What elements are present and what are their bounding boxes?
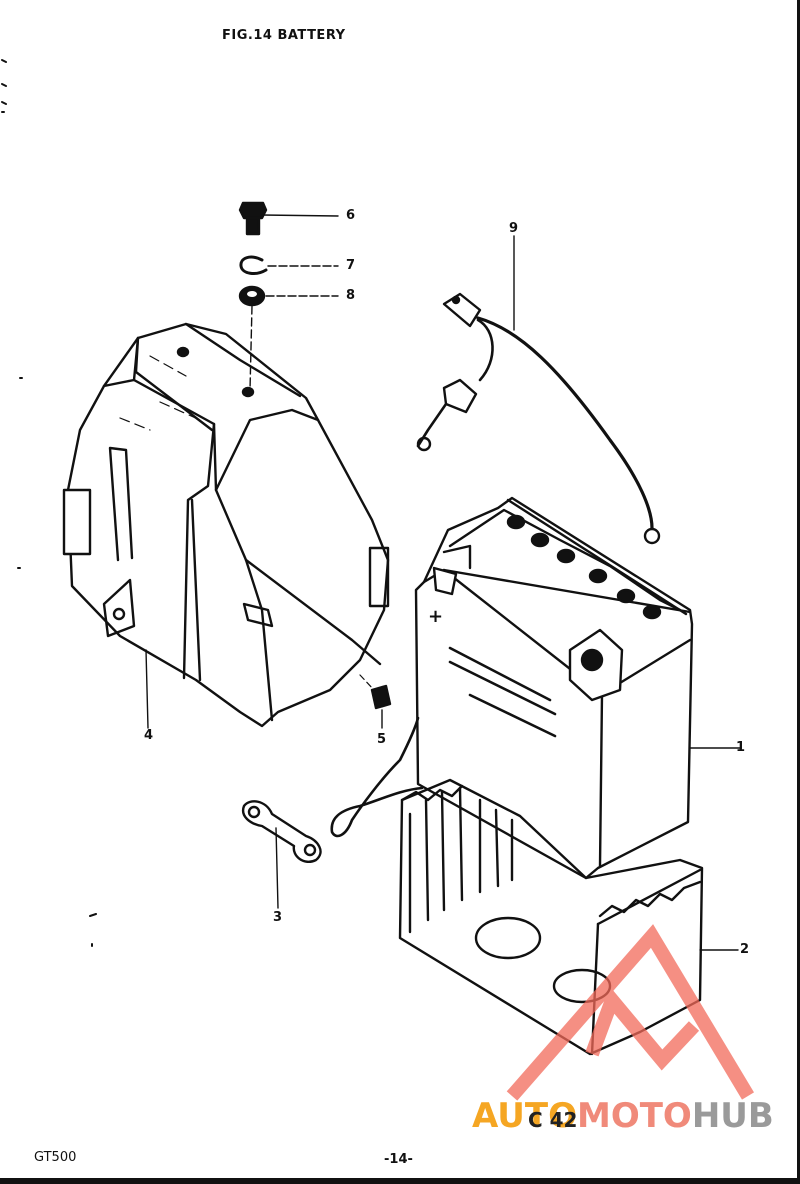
page-mark: C 42 (528, 1108, 578, 1132)
callout-2: 2 (740, 942, 750, 957)
callout-7: 7 (346, 258, 356, 273)
footer-model: GT500 (34, 1150, 77, 1165)
watermark-text: AUTOMOTOHUB (472, 1096, 774, 1136)
clip-part-7 (239, 255, 339, 275)
battery-plus-sign: + (428, 606, 444, 627)
callout-4: 4 (144, 728, 154, 743)
scan-specks (1, 59, 97, 947)
figure-title: FIG.14 BATTERY (222, 28, 346, 43)
callout-5: 5 (377, 732, 387, 747)
callout-8: 8 (346, 288, 356, 303)
cable-part-9 (416, 235, 661, 545)
nut-part-8 (238, 285, 339, 391)
battery-part-1 (330, 496, 741, 880)
watermark-moto: MOTO (576, 1096, 692, 1136)
callout-9: 9 (509, 221, 519, 236)
watermark-logo-icon (506, 924, 755, 1101)
callout-1: 1 (736, 740, 746, 755)
battery-tray-part-2 (398, 778, 739, 1056)
page-frame-right (797, 0, 800, 1184)
nut-part-5 (359, 674, 392, 729)
battery-case-part-4 (62, 322, 390, 729)
bolt-part-6 (238, 201, 339, 236)
strap-part-3 (241, 800, 322, 909)
callout-6: 6 (346, 208, 356, 223)
watermark-hub: HUB (691, 1096, 774, 1136)
watermark-auto: AUTO (472, 1096, 577, 1136)
footer-page-number: -14- (384, 1152, 413, 1167)
callout-3: 3 (273, 910, 283, 925)
page-frame-bottom (0, 1178, 800, 1184)
